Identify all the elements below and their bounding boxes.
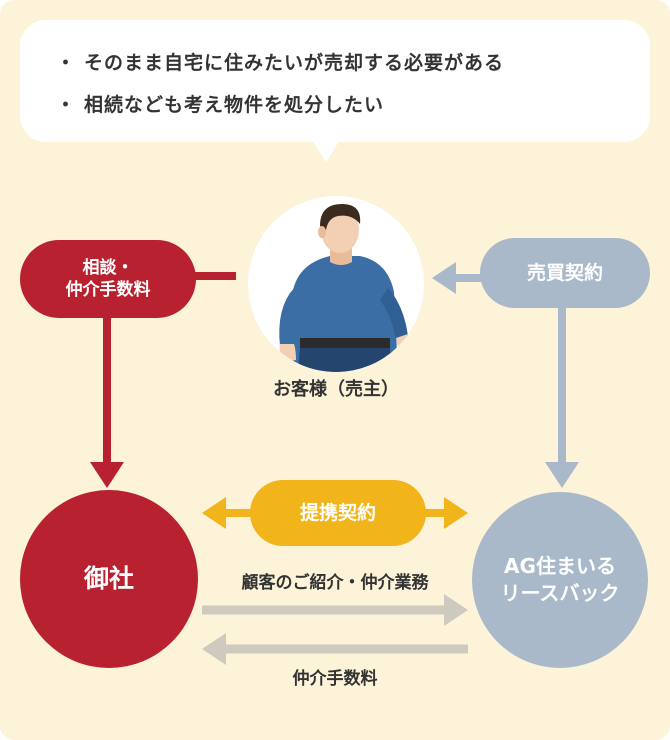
speech-bubble-text-1: そのまま自宅に住みたいが売却する必要がある (84, 52, 505, 74)
ag-leaseback-node: AG住まいる リースバック (472, 492, 648, 668)
bullet-dot: ・ (56, 52, 77, 74)
customer-avatar (248, 196, 424, 372)
customer-label: お客様（売主） (273, 379, 399, 400)
sale-down-arrowhead (545, 462, 579, 488)
fee-arrowhead (202, 633, 226, 665)
speech-bubble (20, 20, 650, 142)
ag-node-line-1: AG住まいる (504, 554, 616, 578)
speech-bubble-text-2: 相続なども考え物件を処分したい (84, 94, 385, 116)
consult-fee-pill: 相談・ 仲介手数料 (20, 240, 196, 318)
speech-bubble-line-2: ・相続なども考え物件を処分したい (56, 90, 384, 117)
man-upper-body-icon (279, 204, 411, 372)
consult-pill-line-2: 仲介手数料 (65, 280, 151, 300)
company-node: 御社 (20, 490, 198, 668)
partner-left-arrowhead (202, 497, 226, 529)
speech-bubble-tail (312, 140, 340, 162)
ag-node-line-2: リースバック (500, 581, 620, 605)
partnership-contract-pill: 提携契約 (250, 480, 426, 546)
referral-arrowhead (444, 594, 468, 626)
consult-down-arrowhead (90, 462, 124, 488)
referral-flow-label: 顧客のご紹介・仲介業務 (241, 573, 429, 593)
sale-left-arrowhead (432, 262, 456, 294)
consult-pill-line-1: 相談・ (82, 257, 134, 278)
fee-flow-label: 仲介手数料 (292, 669, 378, 689)
partner-right-arrowhead (444, 497, 468, 529)
speech-bubble-line-1: ・そのまま自宅に住みたいが売却する必要がある (56, 48, 504, 75)
sale-contract-pill: 売買契約 (480, 238, 650, 308)
bullet-dot: ・ (56, 94, 77, 116)
